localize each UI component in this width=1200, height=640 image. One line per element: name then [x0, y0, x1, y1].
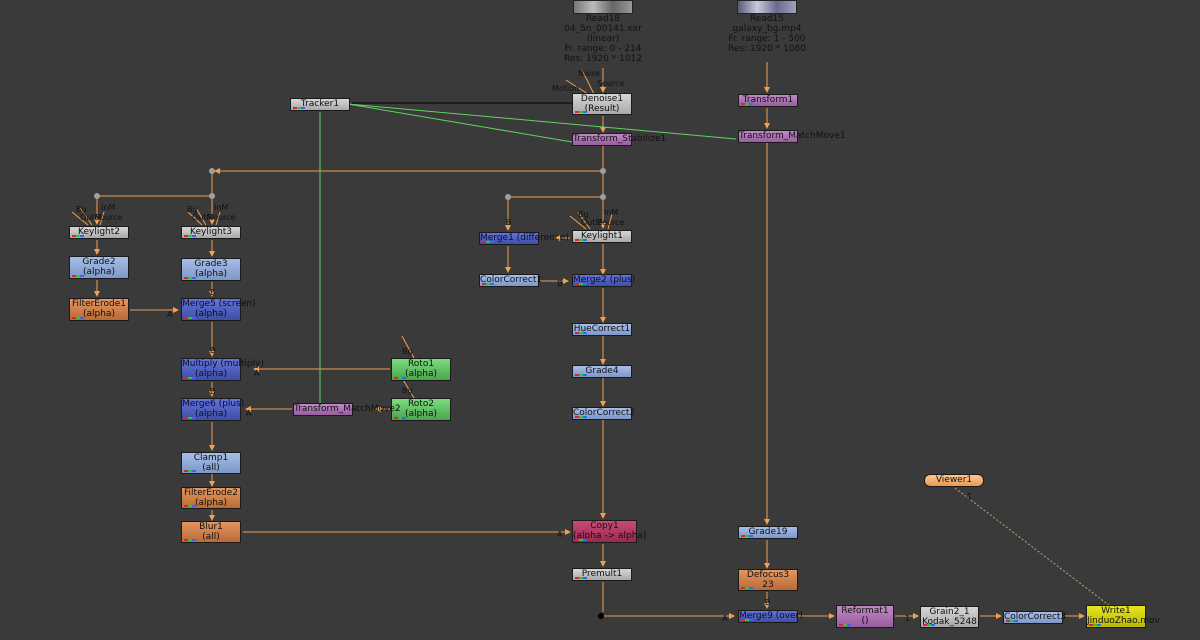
huecorrect1-node[interactable]: HueCorrect1 — [572, 323, 632, 336]
dot-node[interactable] — [209, 193, 215, 199]
keylight1-node[interactable]: Keylight1 — [572, 230, 632, 243]
colorcorrect2-node[interactable]: ColorCorrect2 — [572, 407, 636, 420]
read18-res: Res: 1920 * 1012 — [564, 54, 642, 64]
grade2-node[interactable]: Grade2(alpha) — [69, 256, 129, 279]
pipe-label-b: B — [557, 279, 563, 288]
pipe-label-inm: InM — [101, 203, 116, 212]
pipe-label-source: Source — [597, 218, 625, 227]
pipe-label-a: A — [246, 409, 252, 418]
colorcorrect1-node[interactable]: ColorCorrect1 — [479, 274, 543, 287]
pipe-label-bg: Bg — [402, 386, 413, 395]
dot-node[interactable] — [598, 613, 604, 619]
merge9-node[interactable]: Merge9 (over) — [738, 610, 803, 623]
pipe-label-outm: OutM — [192, 213, 214, 222]
read15-range: Fr. range: 1 - 500 — [728, 34, 806, 44]
pipe-label-bg: Bg — [578, 210, 589, 219]
reformat1-node[interactable]: Reformat1() — [836, 605, 894, 628]
pipe-label-a: A — [254, 369, 260, 378]
pipe-label-b: B — [210, 288, 216, 297]
roto2-node[interactable]: Roto2(alpha) — [391, 398, 451, 421]
read15-label: Read15 — [749, 14, 785, 24]
grade3-node[interactable]: Grade3(alpha) — [181, 258, 241, 281]
pipe-label-bg: Bg — [76, 205, 87, 214]
read18-label: Read18 — [585, 14, 621, 24]
pipe-label-outm: OutM — [581, 218, 603, 227]
read18-file: 04_5n_00141.exr — [564, 24, 642, 34]
viewer1-node[interactable]: Viewer1 — [924, 474, 984, 487]
pipe-label-motion: Motion — [552, 84, 580, 93]
pipe-label-b: B — [765, 598, 771, 607]
pipe-label-b: B — [210, 387, 216, 396]
pipe-label-bg: Bg — [187, 205, 198, 214]
blur1-node[interactable]: Blur1(all) — [181, 521, 241, 543]
merge5-node[interactable]: Merge5 (screen)(alpha) — [181, 298, 256, 321]
pipe-label-1: 1 — [967, 492, 973, 501]
grade4-node[interactable]: Grade4 — [572, 365, 632, 378]
read18-thumbnail — [573, 0, 633, 14]
read15-thumbnail — [737, 0, 797, 14]
colorcorrect3-node[interactable]: ColorCorrect3 — [1003, 611, 1067, 624]
pipe-label-b: B — [210, 346, 216, 355]
keylight3-node[interactable]: Keylight3 — [181, 226, 241, 239]
keylight2-node[interactable]: Keylight2 — [69, 226, 129, 239]
read18-node[interactable]: Read18 04_5n_00141.exr (linear) Fr. rang… — [560, 0, 646, 64]
pipe-label-b: B — [506, 218, 512, 227]
pipe-label-bg: Bg — [402, 347, 413, 356]
pipe-label-a: A — [167, 310, 173, 319]
dot-node[interactable] — [94, 193, 100, 199]
transform1-node[interactable]: Transform1 — [738, 94, 798, 107]
grade19-node[interactable]: Grade19 — [738, 526, 798, 539]
read18-range: Fr. range: 0 - 214 — [564, 44, 642, 54]
read15-node[interactable]: Read15 galaxy_bg.mp4 Fr. range: 1 - 500 … — [724, 0, 810, 54]
read15-file: galaxy_bg.mp4 — [732, 24, 802, 34]
pipe-label-source: Source — [95, 213, 123, 222]
denoise1-node[interactable]: Denoise1(Result) — [572, 93, 632, 115]
dot-node[interactable] — [209, 168, 215, 174]
pipe-label-1: 1 — [905, 614, 911, 623]
multiply-node[interactable]: Multiply (multiply)(alpha) — [181, 358, 264, 381]
read18-space: (linear) — [586, 34, 620, 44]
filtererode2-node[interactable]: FilterErode2(alpha) — [181, 487, 241, 509]
pipe-label-inm: InM — [214, 203, 229, 212]
premult1-node[interactable]: Premult1 — [572, 568, 632, 581]
transform-stabilize1-node[interactable]: Transform_Stabilize1 — [572, 133, 667, 146]
transform-matchmove1-node[interactable]: Transform_MatchMove1 — [738, 130, 846, 143]
pipe-label-a: A — [557, 530, 563, 539]
clamp1-node[interactable]: Clamp1(all) — [181, 452, 241, 474]
pipe-label-noise: Noise — [578, 69, 601, 78]
dot-node[interactable] — [600, 194, 606, 200]
merge2-node[interactable]: Merge2 (plus) — [572, 274, 636, 287]
roto1-node[interactable]: Roto1(alpha) — [391, 358, 451, 381]
read15-res: Res: 1920 * 1080 — [728, 44, 806, 54]
merge1-node[interactable]: Merge1 (difference) — [479, 232, 569, 245]
pipe-label-a: A — [722, 614, 728, 623]
filtererode1-node[interactable]: FilterErode1(alpha) — [69, 298, 129, 321]
pipe-label-inm: InM — [604, 208, 619, 217]
copy1-node[interactable]: Copy1(alpha -> alpha) — [572, 520, 647, 543]
pipe-label-outm: OutM — [80, 213, 102, 222]
tracker1-node[interactable]: Tracker1 — [290, 98, 350, 111]
transform-matchmove2-node[interactable]: Transform_MatchMove2 — [293, 403, 401, 416]
pipe-label-source: Source — [597, 79, 625, 88]
pipe-label-source: Source — [208, 213, 236, 222]
dot-node[interactable] — [505, 194, 511, 200]
merge6-node[interactable]: Merge6 (plus)(alpha) — [181, 398, 245, 421]
dot-node[interactable] — [600, 168, 606, 174]
